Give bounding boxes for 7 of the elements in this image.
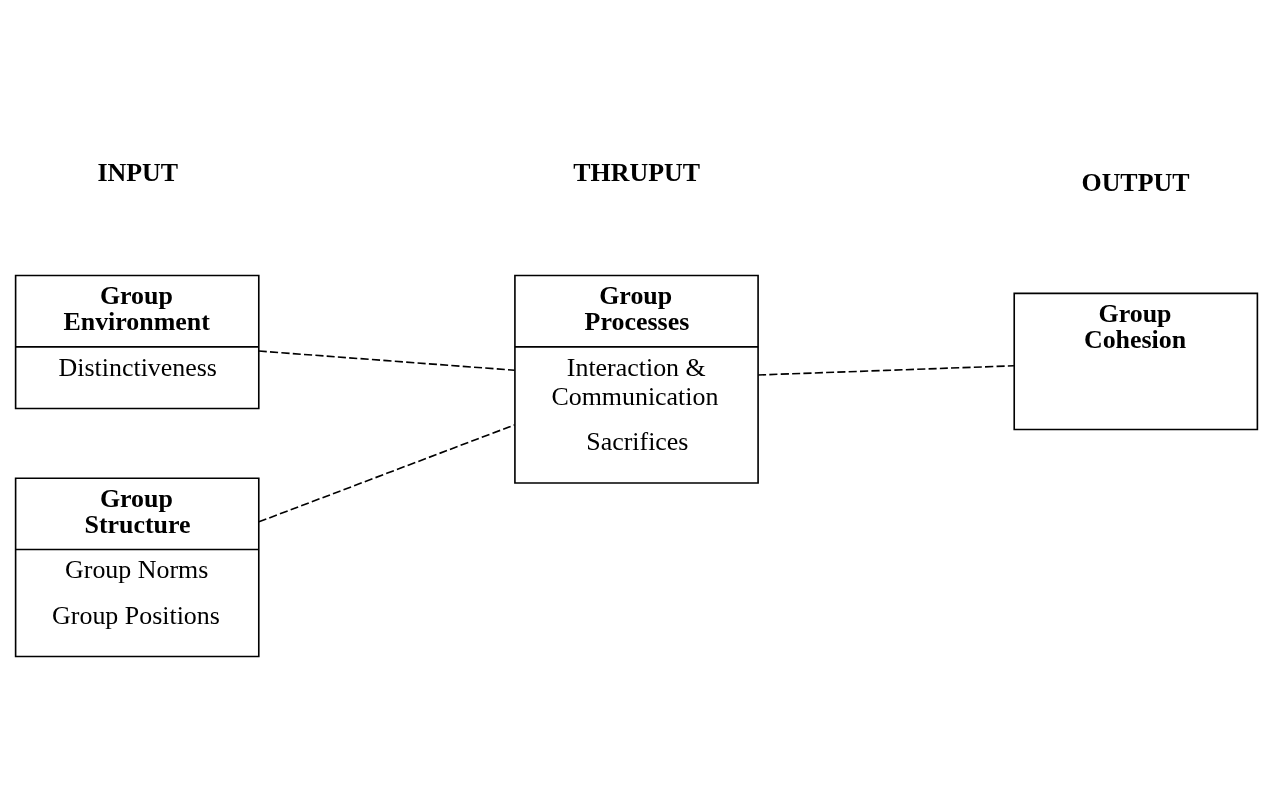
label: THRUPUT	[573, 157, 701, 187]
connector	[258, 423, 516, 523]
label: INPUT	[97, 157, 179, 187]
connector	[258, 349, 516, 371]
label: OUTPUT	[1081, 167, 1190, 197]
connector	[757, 364, 1015, 376]
node-box: Group Cohesion	[1013, 292, 1259, 430]
